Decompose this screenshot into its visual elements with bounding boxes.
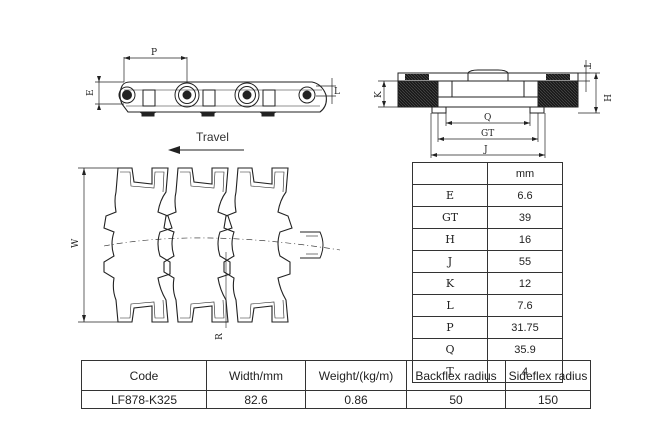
spec-value-sideflex: 150: [505, 390, 591, 409]
dimensions-row: L 7.6: [412, 294, 563, 317]
cross-section-view: T K H Q: [374, 60, 611, 158]
dimensions-table: mm E 6.6 GT 39 H 16 J 55 K 12 L 7.6 P 31…: [412, 162, 563, 383]
dim-e-label: E: [86, 89, 96, 96]
dimension-value: 16: [487, 228, 563, 251]
dim-h-label: H: [601, 94, 611, 102]
dim-k-label: K: [374, 91, 384, 98]
dimension-value: 35.9: [487, 338, 563, 361]
arrow-left-icon: [168, 146, 180, 154]
dimension-key: L: [412, 294, 488, 317]
dimension-key: GT: [412, 206, 488, 229]
dim-gt-label: GT: [481, 129, 494, 139]
spec-header-weight: Weight/(kg/m): [305, 360, 407, 391]
dimensions-row: J 55: [412, 250, 563, 273]
spec-header-code: Code: [81, 360, 207, 391]
dimensions-unit: mm: [487, 162, 563, 185]
dimensions-row: P 31.75: [412, 316, 563, 339]
dimensions-row: Q 35.9: [412, 338, 563, 361]
dim-w-label: W: [71, 238, 81, 248]
spec-header-backflex: Backflex radius: [406, 360, 506, 391]
spec-value-backflex: 50: [406, 390, 506, 409]
dimension-key: P: [412, 316, 488, 339]
dimension-value: 12: [487, 272, 563, 295]
dim-p-label: P: [151, 48, 157, 58]
dimension-value: 7.6: [487, 294, 563, 317]
spec-header-width: Width/mm: [206, 360, 306, 391]
dimensions-row: K 12: [412, 272, 563, 295]
spec-table: Code Width/mm Weight/(kg/m) Backflex rad…: [81, 360, 591, 409]
spec-header-row: Code Width/mm Weight/(kg/m) Backflex rad…: [81, 360, 591, 391]
dimensions-row: H 16: [412, 228, 563, 251]
dimensions-header-blank: [412, 162, 488, 185]
top-view: W R: [71, 167, 341, 340]
dimension-key: E: [412, 184, 488, 207]
dim-r-label: R: [215, 333, 225, 340]
dimension-value: 55: [487, 250, 563, 273]
dim-t-label: T: [581, 63, 591, 69]
dimensions-row: GT 39: [412, 206, 563, 229]
spec-data-row: LF878-K325 82.6 0.86 50 150: [81, 390, 591, 409]
dim-q-label: Q: [484, 113, 491, 123]
dimension-key: H: [412, 228, 488, 251]
dimension-value: 31.75: [487, 316, 563, 339]
dimension-value: 6.6: [487, 184, 563, 207]
dim-j-label: J: [483, 145, 488, 155]
dimensions-header-row: mm: [412, 162, 563, 185]
spec-value-code: LF878-K325: [81, 390, 207, 409]
dimension-key: Q: [412, 338, 488, 361]
dimension-value: 39: [487, 206, 563, 229]
dimension-key: K: [412, 272, 488, 295]
spec-value-weight: 0.86: [305, 390, 407, 409]
travel-label: Travel: [196, 130, 229, 144]
dim-l-label: L: [334, 87, 340, 97]
dimensions-row: E 6.6: [412, 184, 563, 207]
travel-indicator: Travel: [168, 130, 244, 154]
dimension-key: J: [412, 250, 488, 273]
side-view: P E L: [86, 48, 340, 117]
spec-value-width: 82.6: [206, 390, 306, 409]
spec-header-sideflex: Sideflex radius: [505, 360, 591, 391]
